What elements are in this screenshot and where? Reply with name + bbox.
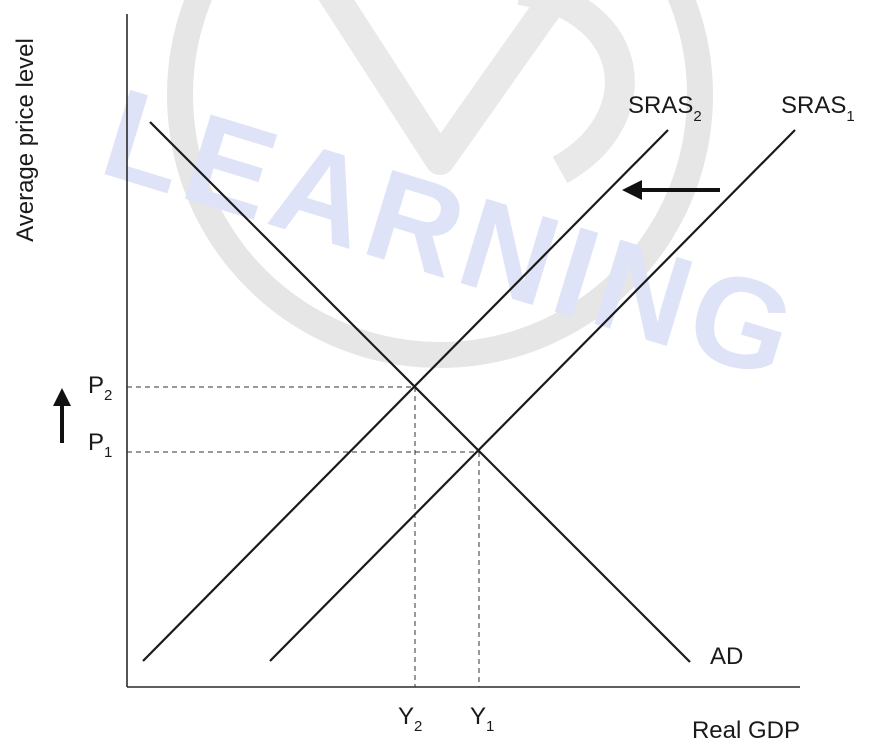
- sras1-curve: [269, 129, 796, 662]
- vd-circle-logo-icon: [167, 0, 713, 368]
- ad-curve: [149, 121, 691, 663]
- x-axis-label: Real GDP: [692, 717, 800, 742]
- y2-label-base: Y: [398, 703, 414, 730]
- watermark: LEARNING: [88, 0, 815, 408]
- sras1-label-sub: 1: [846, 108, 854, 125]
- y2-label-sub: 2: [414, 718, 422, 735]
- sras2-curve: [142, 129, 669, 662]
- p1-label-sub: 1: [104, 444, 112, 461]
- p2-label: P2: [88, 372, 112, 404]
- y1-label-base: Y: [470, 703, 486, 730]
- p2-label-base: P: [88, 372, 104, 399]
- y1-label-sub: 1: [486, 718, 494, 735]
- sras2-label-base: SRAS: [628, 92, 693, 119]
- p1-label-base: P: [88, 429, 104, 456]
- up-arrow-icon: [53, 388, 71, 443]
- ad-label: AD: [710, 643, 743, 670]
- sras2-label-sub: 2: [693, 108, 701, 125]
- y2-label: Y2: [398, 703, 422, 735]
- y-axis-label: Average price level: [12, 38, 39, 242]
- sras1-label: SRAS1: [781, 92, 855, 125]
- sras2-label: SRAS2: [628, 92, 702, 125]
- p2-label-sub: 2: [104, 387, 112, 404]
- y1-label: Y1: [470, 703, 494, 735]
- sras1-label-base: SRAS: [781, 92, 846, 119]
- p1-label: P1: [88, 429, 112, 461]
- left-arrow-icon: [622, 180, 720, 200]
